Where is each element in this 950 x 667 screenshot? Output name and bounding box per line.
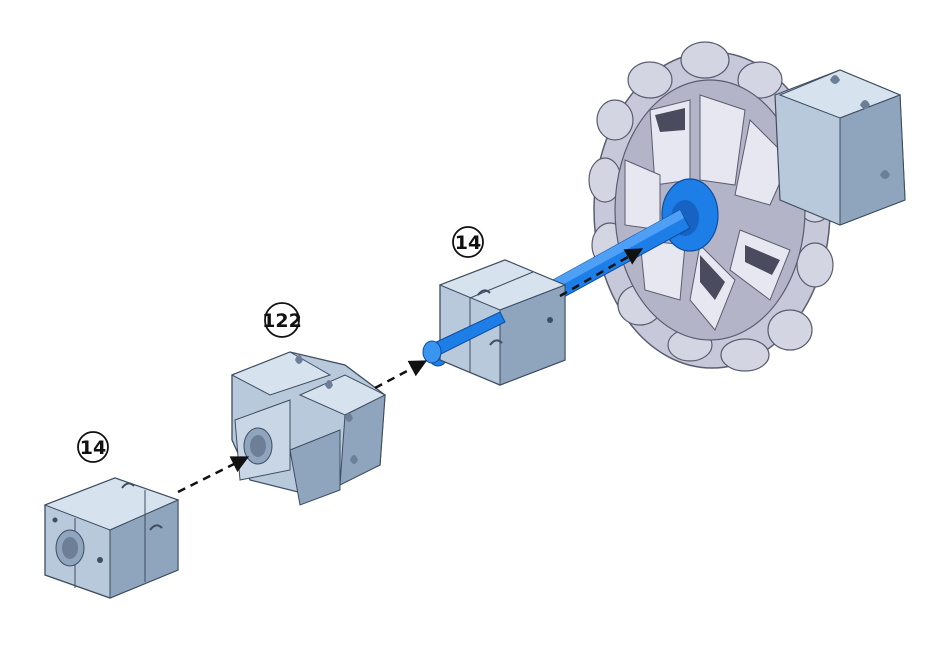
arrow-hub-to-axle [375,362,424,388]
label-cube-middle: 14 [453,227,483,257]
bottom-connector-cube [45,478,178,598]
arrow-cube-to-hub [178,458,246,492]
part-number-cube-middle: 14 [455,232,481,254]
middle-connector-cube [423,260,565,385]
label-hub: 122 [262,303,302,337]
sprocket-wheel [589,42,905,371]
rear-hub [775,70,905,225]
part-number-hub: 122 [262,310,302,332]
part-number-cube-bottom: 14 [80,437,106,459]
star-hub [232,352,385,505]
label-cube-bottom: 14 [78,432,108,462]
